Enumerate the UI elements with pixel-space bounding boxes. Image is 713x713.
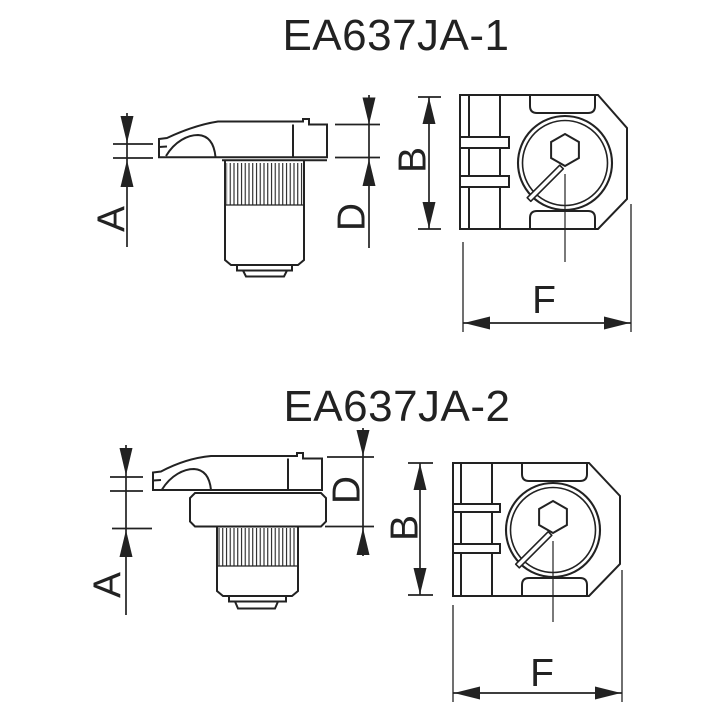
body-outline bbox=[452, 462, 621, 597]
drawing-ea637ja-1: EA637JA-1 A bbox=[91, 11, 632, 332]
bottom-cap-step-1 bbox=[228, 596, 287, 603]
dim-a-1: A bbox=[91, 113, 153, 247]
body-outline bbox=[459, 94, 628, 230]
arrowhead-down bbox=[119, 448, 133, 476]
dim-label-f-1: F bbox=[532, 279, 556, 322]
key-indicator-bar bbox=[514, 530, 553, 569]
product-title-1: EA637JA-1 bbox=[282, 11, 509, 60]
bottom-tab bbox=[529, 210, 596, 229]
bottom-cap-step-1 bbox=[236, 265, 293, 272]
hook-tip-ledge bbox=[152, 479, 162, 482]
product-title-2: EA637JA-2 bbox=[283, 382, 510, 431]
mount-slot-upper bbox=[453, 503, 501, 513]
side-view-2 bbox=[152, 452, 327, 610]
dim-label-d-2: D bbox=[326, 476, 369, 504]
bottom-cap-step-2 bbox=[234, 601, 279, 610]
top-tab bbox=[521, 463, 588, 482]
arrowhead-left bbox=[464, 316, 490, 330]
arrowhead-up bbox=[356, 528, 370, 555]
front-view-1 bbox=[459, 94, 628, 262]
dim-d-2: D bbox=[325, 428, 374, 556]
cylinder-body bbox=[224, 160, 305, 266]
dim-f-2: F bbox=[452, 570, 623, 702]
arrowhead-down bbox=[356, 430, 370, 456]
arrowhead-right bbox=[595, 686, 621, 700]
collar-outline bbox=[189, 492, 327, 528]
arrowhead-up bbox=[119, 530, 133, 557]
dim-d-1: D bbox=[331, 95, 380, 248]
mount-slot-lower bbox=[460, 175, 510, 188]
arrowhead-up bbox=[120, 160, 134, 187]
arrowhead-left bbox=[454, 686, 480, 700]
hook-claw-curve bbox=[165, 133, 217, 158]
drawing-ea637ja-2: EA637JA-2 A bbox=[87, 382, 623, 702]
hex-socket-icon bbox=[538, 499, 568, 535]
dim-label-a-2: A bbox=[87, 572, 130, 598]
dim-label-b-2: B bbox=[384, 515, 427, 541]
dim-a-2: A bbox=[87, 445, 152, 615]
dim-label-d-1: D bbox=[331, 203, 374, 231]
bottom-cap-step-2 bbox=[242, 270, 288, 278]
dim-f-1: F bbox=[462, 204, 632, 332]
knurl-texture bbox=[226, 163, 303, 205]
dim-label-a-1: A bbox=[91, 206, 134, 232]
arrowhead-up bbox=[413, 463, 427, 490]
mount-slot-lower bbox=[453, 543, 501, 554]
arrowhead-down bbox=[413, 568, 427, 595]
arrowhead-up bbox=[362, 159, 376, 186]
arrowhead-down bbox=[120, 116, 134, 143]
arrowhead-down bbox=[362, 97, 376, 125]
hex-socket-icon bbox=[550, 132, 580, 168]
arrowhead-up bbox=[422, 97, 436, 124]
arrowhead-down bbox=[422, 202, 436, 229]
side-view-1 bbox=[158, 118, 328, 278]
dim-b-2: B bbox=[384, 462, 433, 596]
bottom-tab bbox=[521, 577, 588, 596]
hook-claw-curve bbox=[161, 467, 212, 491]
knurl-texture bbox=[218, 528, 297, 566]
dim-label-b-1: B bbox=[392, 147, 435, 173]
key-indicator-bar bbox=[526, 164, 565, 203]
dim-label-f-2: F bbox=[530, 652, 554, 695]
hook-tip-ledge bbox=[158, 145, 168, 148]
front-view-2 bbox=[452, 462, 621, 622]
hook-head-outline bbox=[152, 452, 323, 491]
top-tab bbox=[529, 95, 596, 114]
dim-b-1: B bbox=[392, 96, 441, 230]
hook-head-outline bbox=[158, 118, 328, 159]
mount-slot-upper bbox=[460, 136, 510, 149]
cylinder-body bbox=[216, 526, 299, 597]
arrowhead-right bbox=[604, 316, 630, 330]
